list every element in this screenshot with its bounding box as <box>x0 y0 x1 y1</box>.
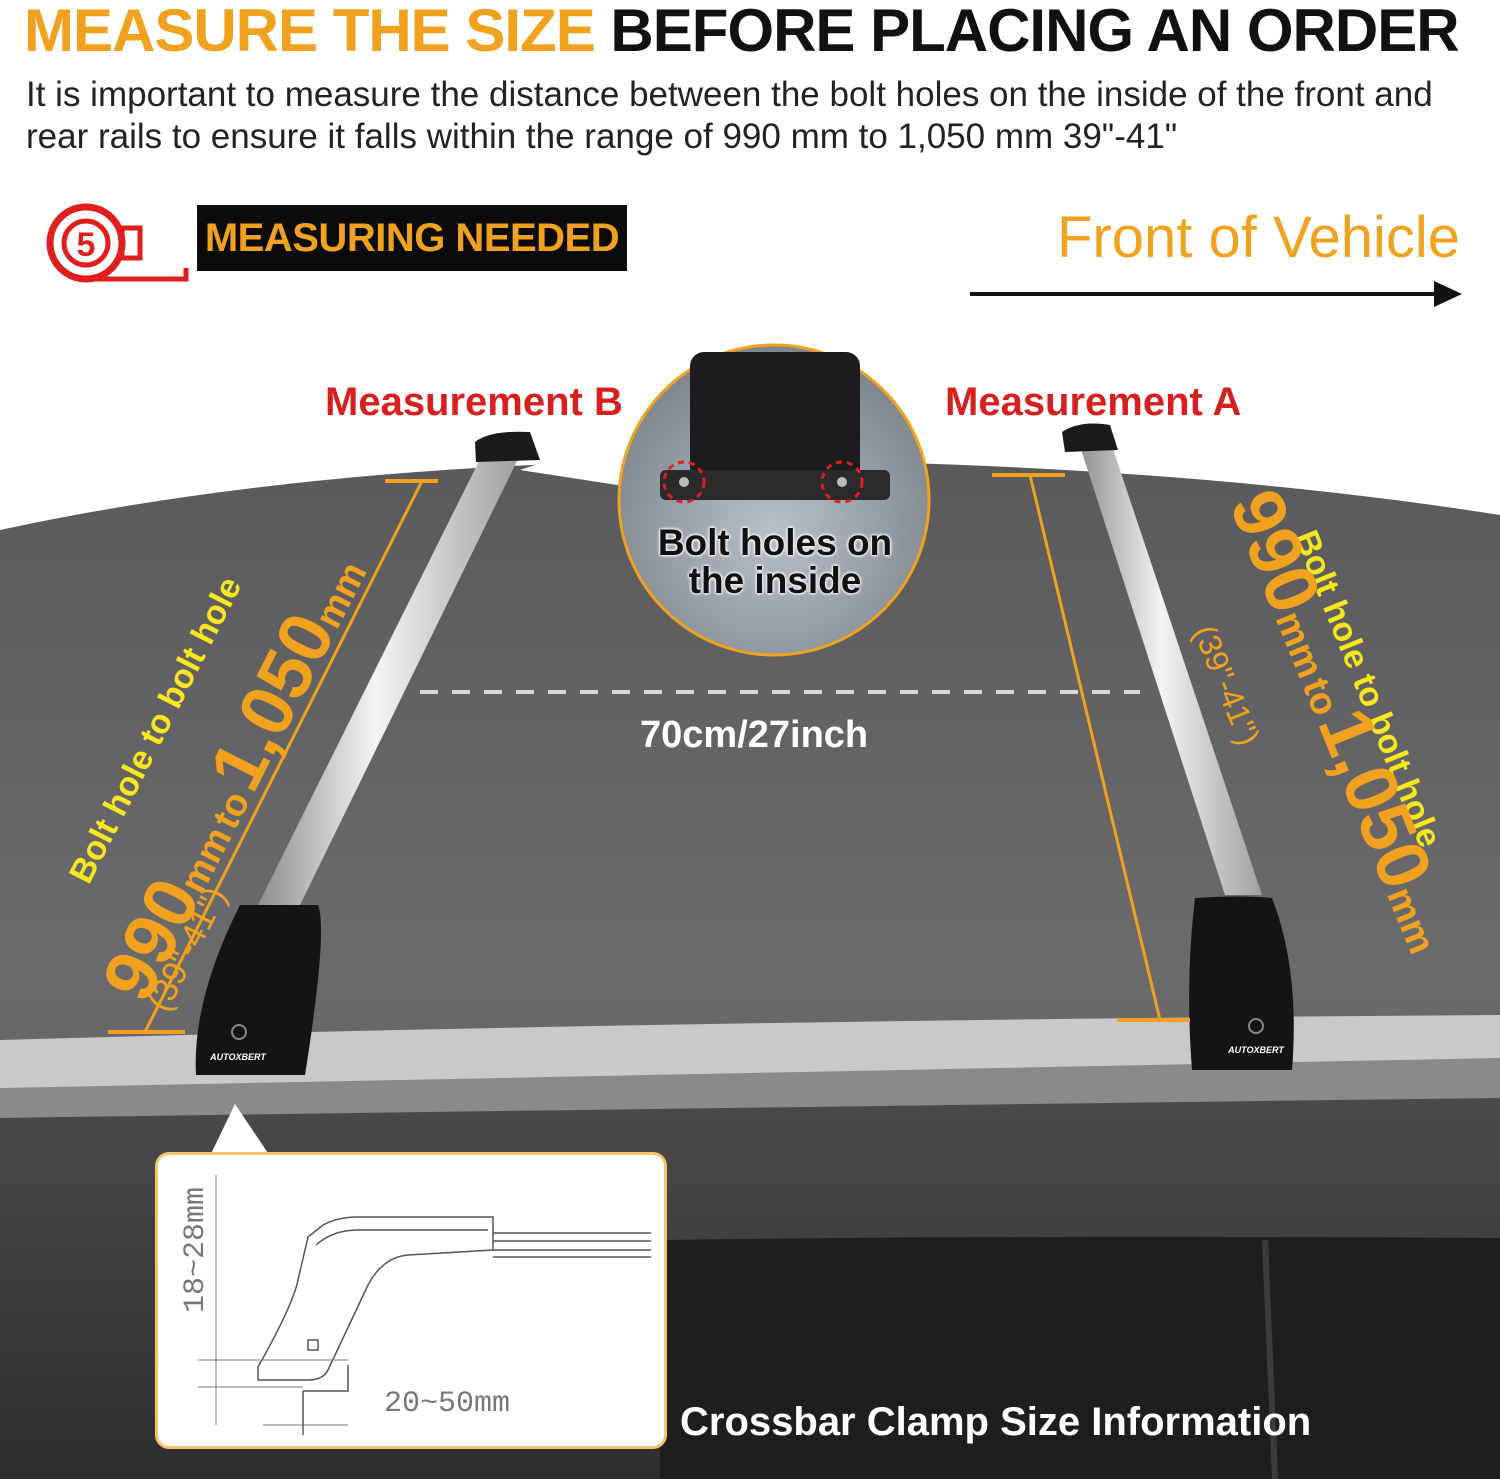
tape-measure-icon: 5 <box>46 203 189 283</box>
front-of-vehicle-label: Front of Vehicle <box>1057 205 1460 270</box>
measuring-needed-badge: MEASURING NEEDED <box>197 205 627 271</box>
measurement-a-label: Measurement A <box>945 380 1242 424</box>
tape-number: 5 <box>77 226 96 264</box>
clamp-width-label: 20~50mm <box>384 1387 511 1421</box>
clamp-size-title: Crossbar Clamp Size Information <box>680 1400 1312 1444</box>
clamp-size-box: 18~28mm 20~50mm <box>155 1152 667 1449</box>
subtitle: It is important to measure the distance … <box>26 75 1433 156</box>
clamp-drawing <box>198 1175 651 1435</box>
measurement-b-label: Measurement B <box>325 380 623 424</box>
page-title: MEASURE THE SIZE BEFORE PLACING AN ORDER <box>24 0 1460 64</box>
direction-arrow-icon <box>970 281 1462 307</box>
bolt-holes-label: Bolt holes on the inside <box>657 522 893 601</box>
title-accent: MEASURE THE SIZE <box>24 0 596 64</box>
brand-logo-left: AUTOXBERT <box>209 1052 267 1062</box>
clamp-height-label: 18~28mm <box>179 1186 213 1313</box>
brand-logo-right: AUTOXBERT <box>1227 1045 1285 1055</box>
crossbar-gap-label: 70cm/27inch <box>640 714 869 756</box>
clamp-callout-pointer <box>210 1104 270 1156</box>
title-rest: BEFORE PLACING AN ORDER <box>610 0 1459 64</box>
